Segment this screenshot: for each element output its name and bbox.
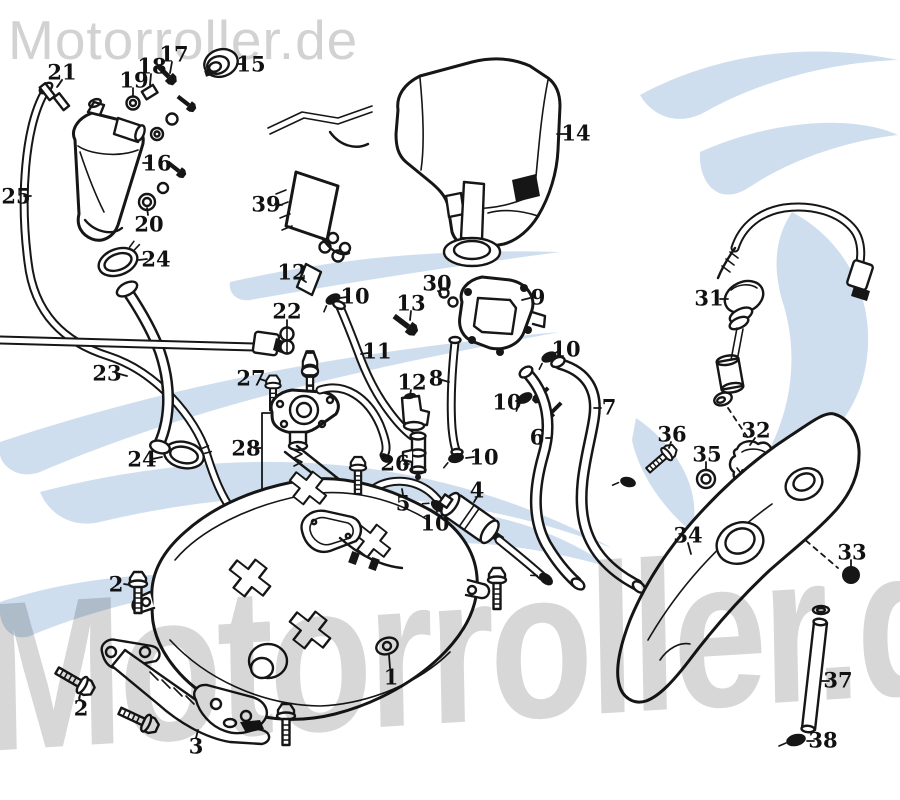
part-38-clip xyxy=(778,733,815,747)
watermark-top: Motorroller.de xyxy=(8,9,359,71)
part-21-clamp xyxy=(38,79,71,112)
part-4-fuel-filter xyxy=(438,491,557,591)
part-35-nut xyxy=(695,461,717,490)
part-31-dipstick xyxy=(713,202,874,439)
part-16-canister xyxy=(72,92,198,242)
part-12-pipe-stub-upper xyxy=(295,240,345,297)
part-37-tube xyxy=(800,604,831,734)
part-7-hose xyxy=(550,355,647,594)
part-36-bolt xyxy=(642,440,681,478)
part-17-18-19-fasteners xyxy=(125,61,180,111)
part-30-seals xyxy=(437,287,459,308)
part-27-bolt xyxy=(259,374,282,412)
part-39-finned-mount xyxy=(274,170,352,256)
part-2-bolt-upper xyxy=(123,570,149,615)
part-10-clip-d xyxy=(440,450,467,469)
part-34-oil-tank xyxy=(616,412,861,704)
part-26-fitting xyxy=(401,431,427,480)
intake-funnel xyxy=(442,180,502,268)
part-28-fuel-pump-assembly xyxy=(253,350,400,554)
part-23-fuel-hose xyxy=(115,280,174,455)
part-15-grommet xyxy=(203,47,244,79)
part-13-bolt xyxy=(390,310,421,338)
part-8-tube xyxy=(441,335,464,457)
clip-oil-tank xyxy=(611,472,639,493)
part-1-fuel-tank xyxy=(131,462,491,721)
part-6-hose xyxy=(518,365,586,591)
part-9-carburetor-flange xyxy=(458,275,565,421)
part-14-air-duct-cover xyxy=(267,57,568,250)
part-10-clip-c xyxy=(509,388,537,413)
part-2-bolt-lower xyxy=(51,661,99,702)
leader-21 xyxy=(57,79,63,87)
part-22-clip xyxy=(279,319,295,355)
part-12-elbow-lower xyxy=(400,389,431,432)
part-11-fuel-line xyxy=(332,299,417,441)
part-3-bracket xyxy=(100,638,271,746)
cable-with-connector xyxy=(0,330,288,357)
